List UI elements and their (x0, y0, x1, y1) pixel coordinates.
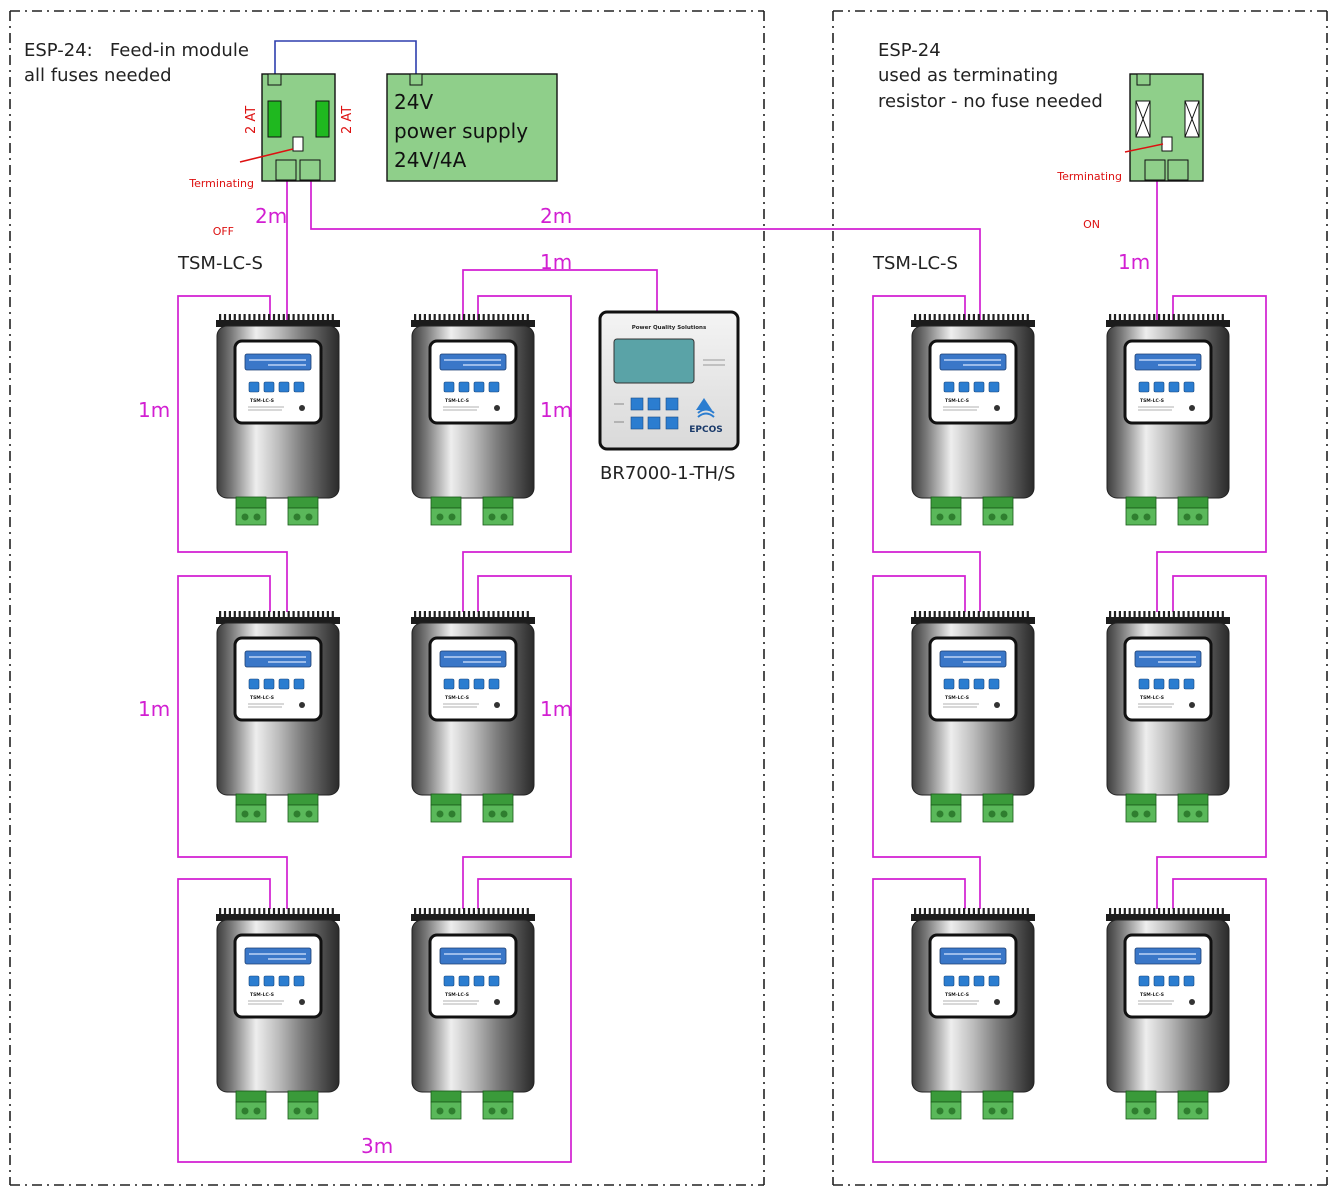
tsm-model-text: TSM-LC-S (250, 398, 274, 404)
cable-label-left-row2: 1m (138, 697, 171, 721)
terminating-switch-on (1161, 136, 1173, 152)
tsm-display (1134, 650, 1202, 668)
left-tsm-label: TSM-LC-S (178, 253, 263, 274)
tsm-module-7: TSM-LC-S (911, 611, 1035, 823)
psu-line3: 24V/4A (394, 148, 467, 172)
tsm-model-text: TSM-LC-S (1140, 695, 1164, 701)
tsm-display (244, 353, 312, 371)
cable-loop-c (177, 575, 288, 909)
tsm-module-2: TSM-LC-S (411, 314, 535, 526)
terminating-on-label: Terminating ON (1052, 137, 1122, 265)
tsm-display (244, 947, 312, 965)
tsm-module-5: TSM-LC-S (216, 611, 340, 823)
fuse-left (267, 100, 282, 138)
tsm-display (439, 947, 507, 965)
fuse-label-right: 2 AT (340, 105, 355, 134)
tsm-display (1134, 353, 1202, 371)
controller-display (613, 338, 695, 384)
tsm-display (939, 353, 1007, 371)
controller-header-text: Power Quality Solutions (632, 325, 707, 331)
cable-label-bottom-loop: 3m (361, 1134, 394, 1158)
right-tsm-label: TSM-LC-S (873, 253, 958, 274)
terminating-off-line1: Terminating (189, 176, 254, 190)
terminating-on-line1: Terminating (1057, 169, 1122, 183)
cable-loop-f (872, 295, 981, 612)
cable-loop-g (1156, 295, 1267, 612)
cable-loop-e (177, 878, 572, 1163)
controller-label: BR7000-1-TH/S (600, 463, 736, 484)
tsm-modules: TSM-LC-S TSM-LC-S TSM-LC-S TSM-LC-S TSM-LC-S… (216, 314, 1230, 1120)
esp24-terminating-board (1124, 73, 1204, 182)
tsm-module-8: TSM-LC-S (1106, 611, 1230, 823)
tsm-display (244, 650, 312, 668)
cable-loop-j (872, 878, 1267, 1163)
tsm-module-4: TSM-LC-S (1106, 314, 1230, 526)
tsm-module-10: TSM-LC-S (411, 908, 535, 1120)
tsm-model-text: TSM-LC-S (445, 992, 469, 998)
fuse-label-left: 2 AT (244, 105, 259, 134)
cable-esp-to-right-panel (310, 181, 981, 320)
terminating-off-label: Terminating OFF (180, 144, 254, 272)
cable-label-to-controller: 1m (540, 250, 573, 274)
psu-line2: power supply (394, 119, 529, 143)
cable-label-esp-to-tsm: 2m (255, 204, 288, 228)
tsm-model-text: TSM-LC-S (1140, 992, 1164, 998)
tsm-model-text: TSM-LC-S (945, 695, 969, 701)
cable-label-right-top: 1m (1118, 250, 1151, 274)
tsm-model-text: TSM-LC-S (250, 992, 274, 998)
tsm-model-text: TSM-LC-S (445, 695, 469, 701)
terminating-on-line2: ON (1083, 217, 1100, 231)
panel-borders (9, 10, 1328, 1186)
cable-loop-i (1156, 575, 1267, 909)
tsm-model-text: TSM-LC-S (945, 992, 969, 998)
tsm-module-3: TSM-LC-S (911, 314, 1035, 526)
tsm-module-1: TSM-LC-S (216, 314, 340, 526)
cable-loop-a (177, 295, 288, 612)
cable-label-left-row1: 1m (138, 398, 171, 422)
tsm-model-text: TSM-LC-S (250, 695, 274, 701)
tsm-display (939, 947, 1007, 965)
tsm-model-text: TSM-LC-S (445, 398, 469, 404)
cable-label-mid-row1: 1m (540, 398, 573, 422)
tsm-model-text: TSM-LC-S (1140, 398, 1164, 404)
power-supply-box (386, 73, 558, 182)
tsm-display (439, 650, 507, 668)
cable-loop-h (872, 575, 981, 909)
fuse-right (315, 100, 330, 138)
right-panel-title-line1: ESP-24 (878, 40, 941, 61)
esp24-feed-in-board (239, 73, 336, 182)
supply-wire (274, 40, 417, 78)
tsm-model-text: TSM-LC-S (945, 398, 969, 404)
tsm-display (1134, 947, 1202, 965)
cable-loop-d (462, 575, 572, 909)
controller-brand-text: EPCOS (689, 425, 722, 435)
tsm-module-9: TSM-LC-S (216, 908, 340, 1120)
right-panel-title-line2: used as terminating (878, 65, 1059, 86)
bus-cables (177, 181, 1267, 1163)
left-panel-title-line1: ESP-24: Feed-in module (24, 40, 249, 61)
left-panel-title-line2: all fuses needed (24, 65, 172, 86)
tsm-display (939, 650, 1007, 668)
right-panel-title-line3: resistor - no fuse needed (878, 91, 1103, 112)
tsm-module-6: TSM-LC-S (411, 611, 535, 823)
cable-label-mid-row2: 1m (540, 697, 573, 721)
cable-to-controller (462, 269, 658, 320)
br7000-controller: Power Quality Solutions EPCOS (598, 310, 740, 451)
tsm-display (439, 353, 507, 371)
cable-loop-b (462, 295, 572, 612)
terminating-off-line2: OFF (212, 224, 234, 238)
cable-label-esp-to-right: 2m (540, 204, 573, 228)
psu-line1: 24V (394, 90, 434, 114)
tsm-module-11: TSM-LC-S (911, 908, 1035, 1120)
tsm-module-12: TSM-LC-S (1106, 908, 1230, 1120)
terminating-switch-off (292, 136, 304, 152)
